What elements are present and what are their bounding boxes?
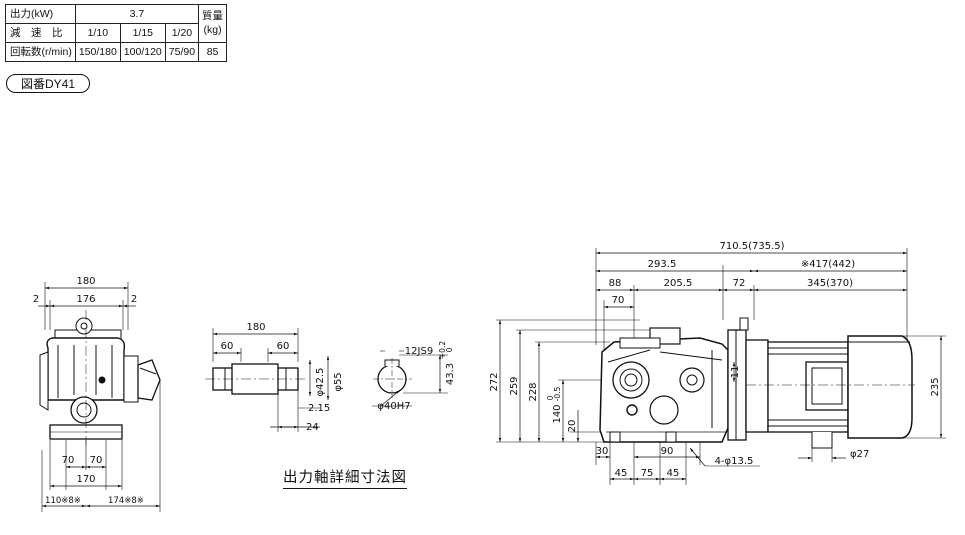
dim-key-tol-upper: +0.2 <box>438 341 447 359</box>
mass-label-1: 質量 <box>202 10 224 23</box>
shaft-detail-dim-text: 180 60 60 2.15 24 φ42.5 φ55 <box>221 322 344 433</box>
dim-417: ※417(442) <box>801 259 855 270</box>
dim-174: 174※8※ <box>108 496 144 506</box>
dim-345: 345(370) <box>807 278 853 289</box>
dim-20: 20 <box>567 420 578 433</box>
mass-value: 85 <box>198 42 228 62</box>
dim-228: 228 <box>528 382 539 401</box>
bore-section-view <box>372 350 448 407</box>
dim-90: 90 <box>661 446 674 457</box>
dim-cable: φ27 <box>850 449 869 460</box>
dim-293.5: 293.5 <box>648 259 677 270</box>
dim-170: 170 <box>76 474 95 485</box>
dim-phi-42.5: φ42.5 <box>315 368 326 397</box>
side-view-dim-text: 710.5(735.5) 293.5 ※417(442) 88 205.5 72… <box>489 241 941 479</box>
dim-shaft-60-right: 60 <box>277 341 290 352</box>
dim-235: 235 <box>930 377 941 396</box>
dim-24: 24 <box>306 422 319 433</box>
speed-label: 回転数(r/min) <box>5 42 76 62</box>
spec-table: 出力(kW) 3.7 質量 (kg) 減 速 比 1/10 1/15 1/20 … <box>5 4 228 62</box>
dim-140-tol-upper: 0 <box>546 395 555 400</box>
dim-key-depth: 43.3 <box>445 363 456 385</box>
side-view <box>496 248 946 485</box>
dim-2-left: 2 <box>33 294 39 305</box>
dim-overall-length: 710.5(735.5) <box>719 241 784 252</box>
bore-section-dim-text: 12JS9 43.3 +0.2 0 φ40H7 <box>377 341 456 412</box>
dim-keyway: 12JS9 <box>405 346 433 357</box>
dim-88: 88 <box>609 278 622 289</box>
mass-header: 質量 (kg) <box>198 4 228 43</box>
mass-label-2: (kg) <box>203 23 222 36</box>
dim-176: 176 <box>76 294 95 305</box>
dim-45-right: 45 <box>667 468 680 479</box>
dim-holes: 4-φ13.5 <box>715 456 754 467</box>
dim-shaft-60-left: 60 <box>221 341 234 352</box>
dim-259: 259 <box>509 376 520 395</box>
dim-75: 75 <box>641 468 654 479</box>
front-view <box>38 282 161 512</box>
dim-bore: φ40H7 <box>377 401 410 412</box>
dim-70-left: 70 <box>62 455 75 466</box>
drawing-number: 図番DY41 <box>6 74 90 93</box>
dim-140: 140 <box>552 404 563 423</box>
dim-2-right: 2 <box>131 294 137 305</box>
dim-110: 110※8※ <box>45 496 81 506</box>
dim-30: 30 <box>596 446 609 457</box>
dim-70-right: 70 <box>90 455 103 466</box>
dim-key-tol-lower: 0 <box>445 347 454 352</box>
front-view-dim-text: 180 2 176 2 70 70 170 110※8※ 174※8※ <box>33 276 144 506</box>
dim-180: 180 <box>76 276 95 287</box>
shaft-detail-view <box>205 328 330 432</box>
dim-shaft-180: 180 <box>246 322 265 333</box>
dim-45-left: 45 <box>615 468 628 479</box>
dim-70-side: 70 <box>612 295 625 306</box>
dim-2.15: 2.15 <box>308 403 330 414</box>
dim-72: 72 <box>733 278 746 289</box>
dim-phi-55: φ55 <box>333 372 344 391</box>
output-shaft-caption: 出力軸詳細寸法図 <box>283 466 407 489</box>
dim-272: 272 <box>489 372 500 391</box>
speed-3: 75/90 <box>164 42 200 62</box>
dim-205.5: 205.5 <box>664 278 693 289</box>
dim-11: 11 <box>730 366 741 379</box>
dim-140-tol-lower: -0.5 <box>553 386 562 401</box>
